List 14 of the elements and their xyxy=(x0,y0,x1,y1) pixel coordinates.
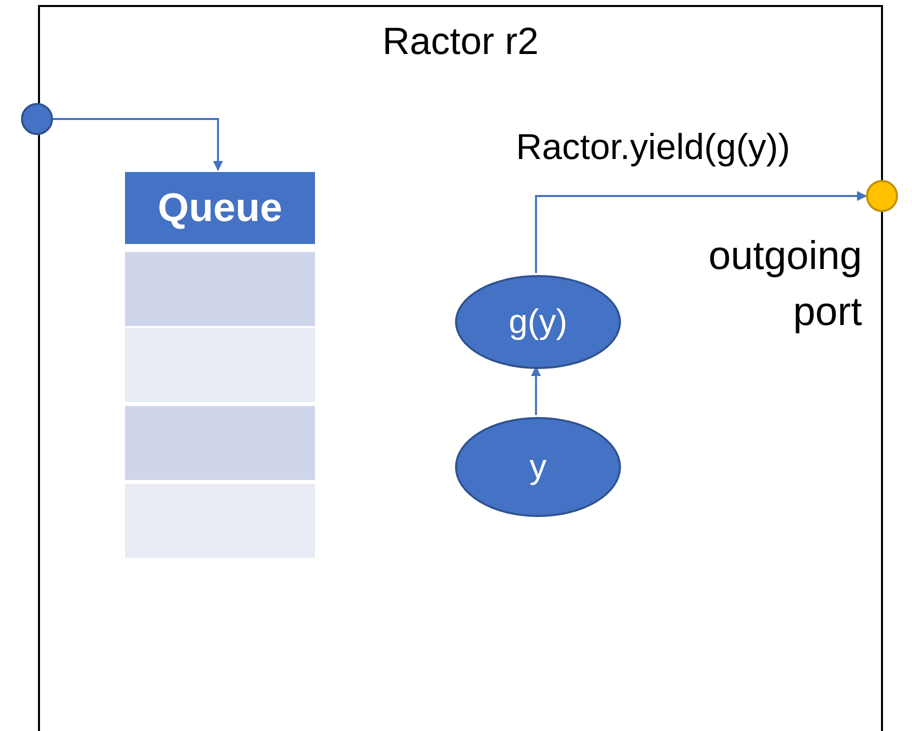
port-caption: outgoing port xyxy=(708,233,862,336)
queue-slot xyxy=(125,406,315,480)
queue-header-box xyxy=(125,172,315,244)
queue-title: Queue xyxy=(158,186,282,230)
node-label: g(y) xyxy=(508,302,568,342)
frame-title: Ractor r2 xyxy=(382,21,539,64)
port-circle xyxy=(866,180,898,212)
node-label: y xyxy=(530,448,546,486)
arrow xyxy=(531,366,541,415)
ractor-frame xyxy=(38,5,883,731)
queue-slot xyxy=(125,252,315,326)
arrow xyxy=(535,191,867,273)
port-circle xyxy=(21,103,53,135)
arrow xyxy=(53,118,223,171)
